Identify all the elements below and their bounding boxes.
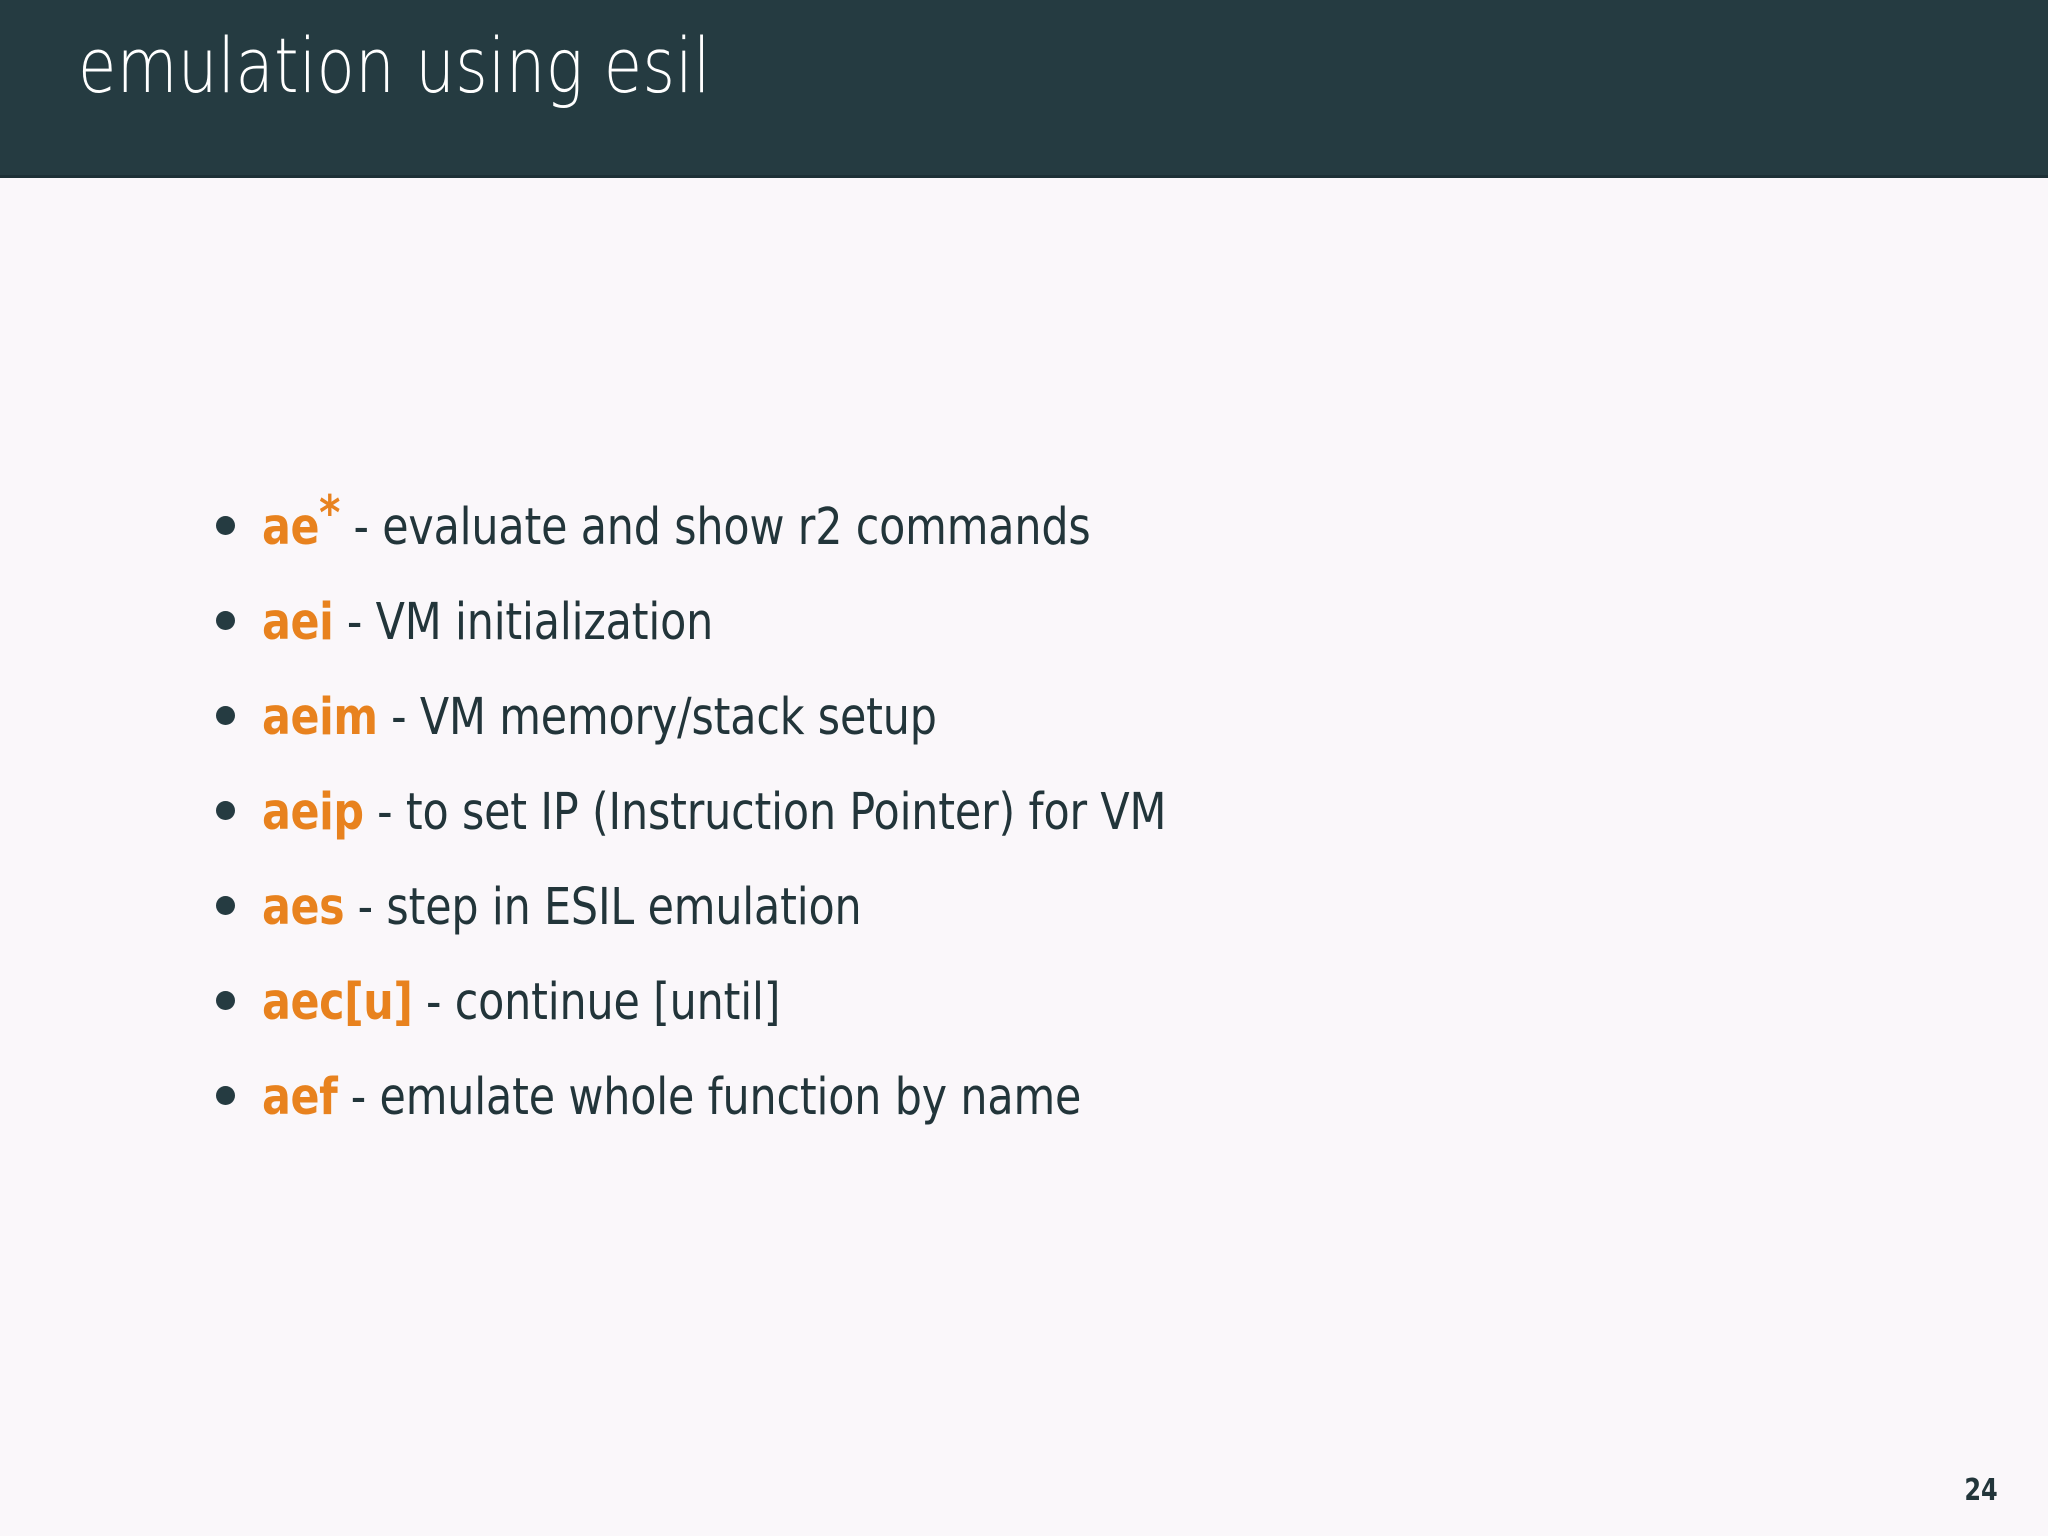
list-item: aes - step in ESIL emulation <box>216 878 1916 973</box>
command-name: ae* <box>262 485 341 557</box>
list-item-separator: - <box>337 1068 380 1127</box>
bullet-marker-icon <box>216 611 262 630</box>
list-item-text: aeip - to set IP (Instruction Pointer) f… <box>262 783 1167 842</box>
command-description: VM initialization <box>375 593 714 652</box>
list-item-text: aec[u] - continue [until] <box>262 973 780 1032</box>
list-item-separator: - <box>340 498 383 557</box>
slide-title: emulation using esil <box>78 21 711 110</box>
list-item-text: aef - emulate whole function by name <box>262 1068 1081 1127</box>
command-name: aes <box>262 878 345 937</box>
command-description: emulate whole function by name <box>379 1068 1082 1127</box>
command-name: aei <box>262 593 334 652</box>
command-name: aef <box>262 1068 338 1127</box>
bullet-marker-icon <box>216 706 262 725</box>
list-item-text: ae* - evaluate and show r2 commands <box>262 485 1091 557</box>
command-name: aec[u] <box>262 973 413 1032</box>
command-description: evaluate and show r2 commands <box>382 498 1091 557</box>
command-name: aeip <box>262 783 364 842</box>
command-name: aeim <box>262 688 378 747</box>
bullet-marker-icon <box>216 516 262 535</box>
list-item: aei - VM initialization <box>216 593 1916 688</box>
list-item-text: aeim - VM memory/stack setup <box>262 688 937 747</box>
bullet-marker-icon <box>216 801 262 820</box>
command-description: to set IP (Instruction Pointer) for VM <box>405 783 1167 842</box>
list-item: ae* - evaluate and show r2 commands <box>216 485 1916 593</box>
list-item-separator: - <box>363 783 406 842</box>
list-item-separator: - <box>412 973 455 1032</box>
list-item-separator: - <box>333 593 376 652</box>
list-item-separator: - <box>344 878 387 937</box>
list-item-text: aes - step in ESIL emulation <box>262 878 862 937</box>
bullet-marker-icon <box>216 896 262 915</box>
list-item-separator: - <box>377 688 420 747</box>
list-item: aec[u] - continue [until] <box>216 973 1916 1068</box>
list-item: aeip - to set IP (Instruction Pointer) f… <box>216 783 1916 878</box>
list-item: aeim - VM memory/stack setup <box>216 688 1916 783</box>
page-number: 24 <box>1964 1473 1998 1508</box>
bullet-marker-icon <box>216 991 262 1010</box>
command-description: VM memory/stack setup <box>419 688 937 747</box>
command-suffix: * <box>319 485 341 542</box>
bullet-list: ae* - evaluate and show r2 commands aei … <box>216 485 1916 1163</box>
slide-title-bar: emulation using esil <box>0 0 2048 178</box>
command-description: continue [until] <box>454 973 781 1032</box>
list-item-text: aei - VM initialization <box>262 593 713 652</box>
bullet-marker-icon <box>216 1086 262 1105</box>
command-description: step in ESIL emulation <box>386 878 862 937</box>
list-item: aef - emulate whole function by name <box>216 1068 1916 1163</box>
